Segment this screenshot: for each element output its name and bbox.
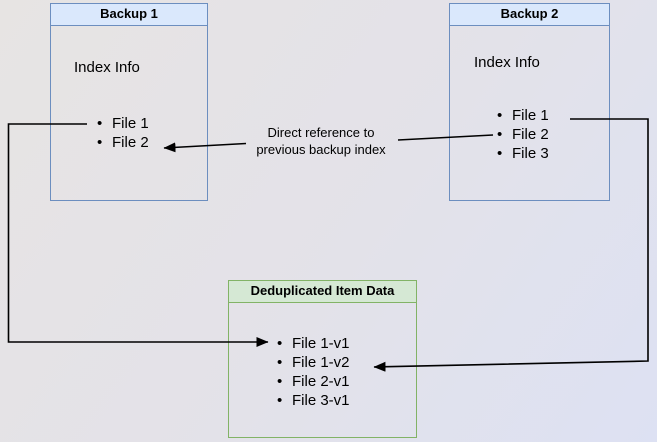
list-item: File 1-v2 <box>277 353 350 372</box>
dedup-file-list: File 1-v1 File 1-v2 File 2-v1 File 3-v1 <box>277 334 350 410</box>
list-item: File 1 <box>97 114 149 133</box>
list-item: File 1 <box>497 106 549 125</box>
backup1-file-list: File 1 File 2 <box>97 114 149 152</box>
backup2-box: Backup 2 <box>449 3 610 201</box>
backup1-index-info-label: Index Info <box>74 59 140 76</box>
backup2-file-list: File 1 File 2 File 3 <box>497 106 549 163</box>
dedup-title: Deduplicated Item Data <box>229 281 416 303</box>
list-item: File 3-v1 <box>277 391 350 410</box>
backup1-title: Backup 1 <box>51 4 207 26</box>
list-item: File 2 <box>497 125 549 144</box>
backup2-index-info-label: Index Info <box>474 54 540 71</box>
dedup-box: Deduplicated Item Data <box>228 280 417 438</box>
backup2-title: Backup 2 <box>450 4 609 26</box>
list-item: File 2-v1 <box>277 372 350 391</box>
direct-reference-label: Direct reference to previous backup inde… <box>256 125 386 157</box>
list-item: File 2 <box>97 133 149 152</box>
backup1-box: Backup 1 <box>50 3 208 201</box>
list-item: File 1-v1 <box>277 334 350 353</box>
list-item: File 3 <box>497 144 549 163</box>
